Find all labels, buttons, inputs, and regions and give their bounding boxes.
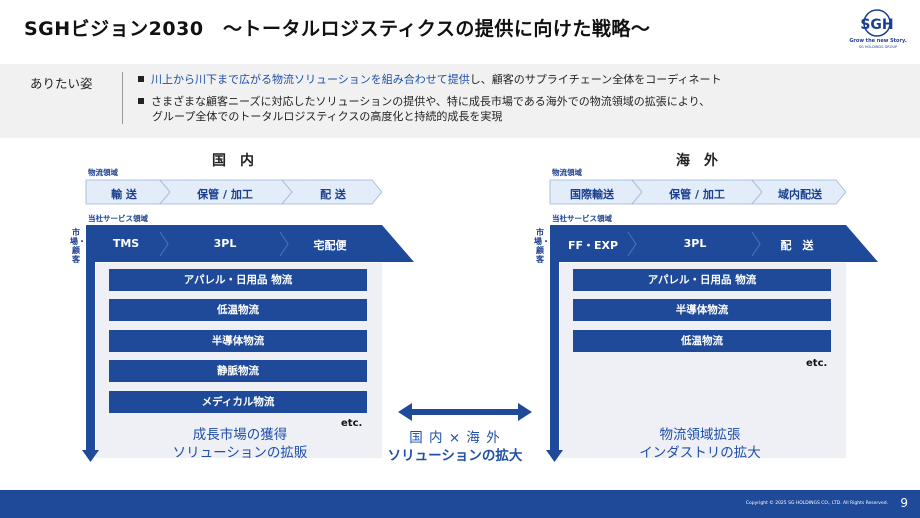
- aspiration-bullet-2: さまざまな顧客ニーズに対応したソリューションの提供や、特に成長市場である海外での…: [138, 93, 710, 109]
- middle-label-line1: 国 内 × 海 外: [409, 430, 501, 446]
- domestic-logistics-domain-label: 物流領域: [88, 168, 118, 177]
- domestic-service-divider-2: [279, 231, 289, 257]
- overseas-strategy-line1: 物流領域拡張: [659, 427, 741, 443]
- domestic-service-domain-label: 当社サービス領域: [88, 214, 148, 223]
- overseas-logistics-domain-label: 物流領域: [552, 168, 582, 177]
- aspiration-bullet-1: 川上から川下まで広がる物流ソリューションを組み合わせて提供し、顧客のサプライチェ…: [138, 71, 721, 87]
- overseas-service-divider-2: [751, 231, 761, 257]
- overseas-title: 海外: [676, 153, 732, 169]
- overseas-logistics-step-3-label: 域内配送: [778, 188, 822, 201]
- copyright-text: Copyright © 2025 SG HOLDINGS CO., LTD. A…: [745, 501, 888, 506]
- aspiration-bullet-1-highlight: 川上から川下まで広がる物流ソリューションを組み合わせて提供: [151, 73, 470, 86]
- domestic-service-step-3-label: 宅配便: [313, 239, 347, 252]
- aspiration-bullet-2-line2: グループ全体でのトータルロジスティクスの高度化と持続的成長を実現: [152, 110, 503, 123]
- overseas-logistics-step-3: [751, 179, 847, 205]
- bullet-square-icon: [138, 98, 144, 104]
- aspiration-label: ありたい姿: [30, 76, 93, 91]
- overseas-industry-item: アパレル・日用品 物流: [573, 269, 831, 291]
- aspiration-band: [0, 64, 920, 138]
- domestic-strategy-line1: 成長市場の獲得: [192, 427, 288, 443]
- aspiration-divider: [122, 72, 123, 124]
- overseas-industry-item: 半導体物流: [573, 299, 831, 321]
- domestic-service-step-1-label: TMS: [112, 237, 140, 250]
- logo-subline: SG HOLDINGS GROUP: [858, 45, 898, 49]
- overseas-logistics-step-2-label: 保管 / 加工: [669, 188, 725, 201]
- logo-mark: SGH: [860, 17, 893, 33]
- page-title: SGHビジョン2030 ～トータルロジスティクスの提供に向けた戦略～: [24, 18, 651, 40]
- domestic-overseas-double-arrow: [398, 403, 532, 421]
- overseas-market-label: 市場・顧客: [534, 228, 550, 264]
- domestic-market-arrow: [82, 225, 99, 462]
- aspiration-bullet-2-line1: さまざまな顧客ニーズに対応したソリューションの提供や、特に成長市場である海外での…: [151, 95, 711, 108]
- overseas-service-step-1-label: FF・EXP: [567, 239, 619, 252]
- overseas-etc-label: etc.: [806, 358, 828, 369]
- overseas-service-step-2-label: 3PL: [683, 237, 707, 250]
- overseas-industry-item: 低温物流: [573, 330, 831, 352]
- domestic-logistics-step-3-label: 配 送: [320, 188, 346, 201]
- footer-bar: Copyright © 2025 SG HOLDINGS CO., LTD. A…: [0, 490, 920, 518]
- bullet-square-icon: [138, 76, 144, 82]
- overseas-strategy-line2: インダストリの拡大: [639, 445, 761, 461]
- domestic-industry-item: 低温物流: [109, 299, 367, 321]
- overseas-service-domain-label: 当社サービス領域: [552, 214, 612, 223]
- domestic-market-label: 市場・顧客: [70, 228, 86, 264]
- overseas-panel: [560, 263, 846, 458]
- domestic-industry-item: メディカル物流: [109, 391, 367, 413]
- domestic-etc-label: etc.: [341, 418, 363, 429]
- domestic-logistics-step-3: [281, 179, 383, 205]
- sgh-logo: SGH: [860, 9, 894, 37]
- page-number: 9: [900, 496, 908, 510]
- domestic-strategy-line2: ソリューションの拡販: [172, 445, 308, 461]
- domestic-title: 国内: [212, 153, 268, 169]
- overseas-logistics-step-1-label: 国際輸送: [570, 188, 614, 201]
- domestic-service-arrow: [86, 225, 414, 262]
- overseas-service-step-3-label: 配 送: [780, 239, 814, 252]
- overseas-market-arrow: [546, 225, 563, 462]
- overseas-service-arrow: [550, 225, 878, 262]
- middle-label-line2: ソリューションの拡大: [387, 448, 523, 464]
- domestic-service-divider-1: [159, 231, 169, 257]
- domestic-logistics-step-1-label: 輸 送: [111, 188, 137, 201]
- aspiration-bullet-1-rest: し、顧客のサプライチェーン全体をコーディネート: [469, 73, 722, 86]
- overseas-service-divider-1: [627, 231, 637, 257]
- domestic-industry-item: 静脈物流: [109, 360, 367, 382]
- logo-tagline: Grow the new Story.: [849, 38, 907, 44]
- domestic-industry-item: アパレル・日用品 物流: [109, 269, 367, 291]
- domestic-industry-item: 半導体物流: [109, 330, 367, 352]
- domestic-logistics-step-2-label: 保管 / 加工: [197, 188, 253, 201]
- domestic-service-step-2-label: 3PL: [213, 237, 237, 250]
